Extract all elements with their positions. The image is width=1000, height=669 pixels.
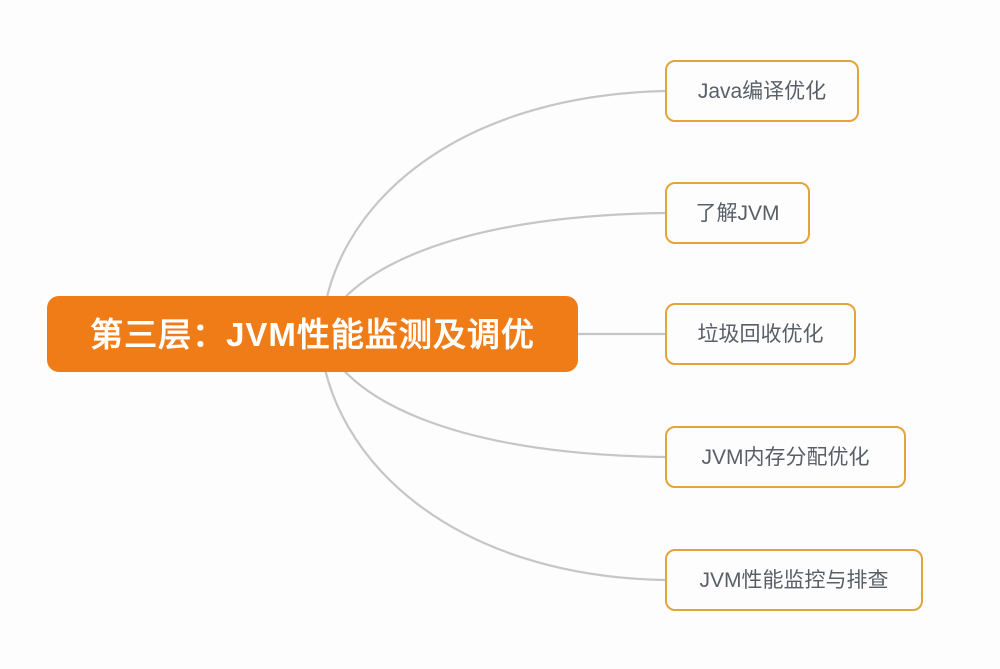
branch-node-gc-optimization[interactable]: 垃圾回收优化: [665, 303, 856, 365]
connector-to-branch-1: [320, 89, 667, 332]
root-node[interactable]: 第三层：JVM性能监测及调优: [47, 296, 578, 372]
branch-node-jvm-memory-allocation-optimization[interactable]: JVM内存分配优化: [665, 426, 906, 488]
branch-node-label: Java编译优化: [697, 79, 827, 103]
branch-node-label: 垃圾回收优化: [697, 322, 824, 346]
root-node-label: 第三层：JVM性能监测及调优: [90, 315, 535, 353]
branch-node-understand-jvm[interactable]: 了解JVM: [665, 182, 810, 244]
connector-to-branch-5: [318, 336, 667, 582]
branch-node-label: 了解JVM: [695, 201, 780, 225]
branch-node-label: JVM内存分配优化: [701, 445, 870, 469]
branch-node-jvm-performance-monitoring[interactable]: JVM性能监控与排查: [665, 549, 923, 611]
branch-node-label: JVM性能监控与排查: [699, 568, 889, 592]
branch-node-java-compile-optimization[interactable]: Java编译优化: [665, 60, 859, 122]
